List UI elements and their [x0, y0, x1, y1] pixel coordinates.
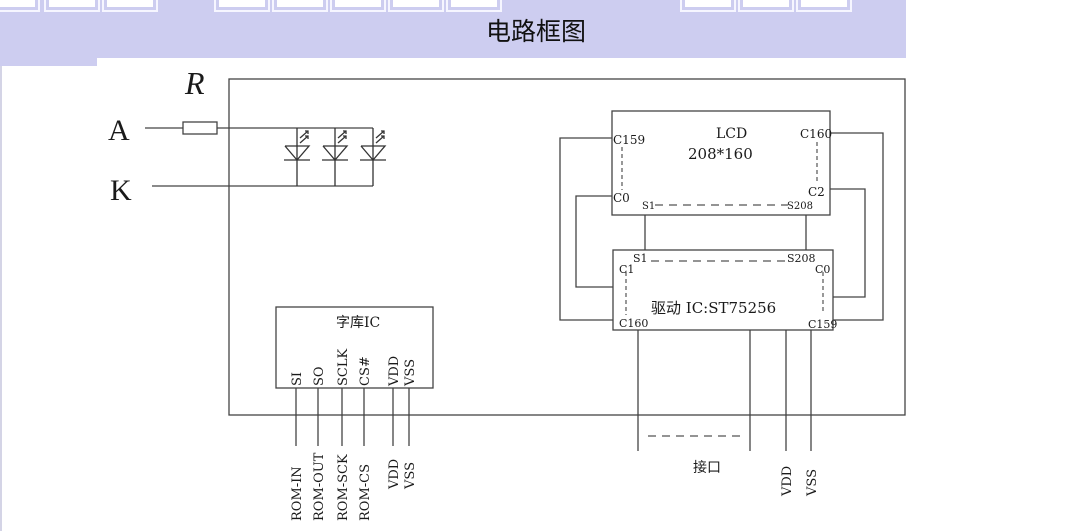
- driver-pin-c160: C160: [619, 317, 648, 330]
- light-arrow-icon: [337, 135, 347, 144]
- decorative-tile: [796, 0, 852, 12]
- light-arrow-icon: [299, 135, 309, 144]
- header-banner-notch: [0, 58, 97, 66]
- decorative-tile: [330, 0, 386, 12]
- light-arrow-icon: [299, 130, 309, 139]
- font-ic-pin-label: CS#: [358, 356, 373, 386]
- driver-ic-box: [612, 249, 834, 331]
- lcd-seg-s208: S208: [787, 201, 813, 212]
- font-ic-pin-label: VSS: [403, 359, 418, 387]
- font-ic-pin-label: SI: [290, 372, 305, 386]
- decorative-tile: [214, 0, 270, 12]
- anode-label: A: [108, 114, 130, 147]
- decorative-tile: [446, 0, 502, 12]
- lcd-pin-c159: C159: [613, 133, 645, 147]
- lcd-resolution: 208*160: [688, 145, 753, 163]
- font-ic-external-label: ROM-IN: [290, 466, 305, 521]
- driver-seg-s1: S1: [633, 252, 648, 265]
- decorative-tile: [388, 0, 444, 12]
- com-wire-c160-c159: [830, 132, 884, 321]
- font-ic-pin-label: SCLK: [336, 349, 351, 386]
- interface-power-label: VSS: [805, 469, 820, 497]
- driver-seg-s208: S208: [787, 252, 816, 265]
- font-ic-external-label: VDD: [387, 459, 402, 490]
- header-banner: [0, 0, 906, 58]
- decorative-tile: [738, 0, 794, 12]
- lcd-pin-c2: C2: [808, 185, 825, 199]
- driver-pin-c0: C0: [815, 263, 830, 276]
- page-title: 电路框图: [0, 12, 1072, 48]
- driver-ic-label: 驱动 IC:ST75256: [651, 299, 776, 317]
- lcd-pin-c160: C160: [800, 127, 832, 141]
- lcd-pin-c0: C0: [613, 191, 630, 205]
- led-array: [284, 128, 387, 186]
- decorative-tile: [44, 0, 100, 12]
- light-arrow-icon: [375, 135, 385, 144]
- resistor: [182, 121, 218, 135]
- interface-label: 接口: [693, 459, 721, 476]
- lcd-panel: [611, 110, 831, 216]
- light-arrow-icon: [375, 130, 385, 139]
- font-ic-external-label: VSS: [403, 462, 418, 490]
- led-diode-icon: [360, 128, 387, 186]
- module-outline: [228, 78, 906, 416]
- page-title-text: 电路框图: [485, 17, 586, 46]
- decorative-tile: [0, 0, 40, 12]
- resistor-label: R: [184, 65, 205, 101]
- decorative-tile: [272, 0, 328, 12]
- font-ic-external-label: ROM-OUT: [312, 452, 327, 521]
- lcd-title: LCD: [716, 126, 747, 142]
- font-ic-title: 字库IC: [336, 315, 380, 331]
- decorative-tile: [102, 0, 158, 12]
- font-ic-box: [275, 306, 434, 389]
- decorative-tile: [680, 0, 736, 12]
- lcd-seg-s1: S1: [642, 201, 655, 212]
- page-edge: [0, 66, 2, 531]
- font-ic-pin-label: SO: [312, 366, 327, 386]
- interface-power-label: VDD: [780, 466, 795, 497]
- interface-power-labels: VDD VSS: [780, 466, 820, 497]
- font-ic-pin-label: VDD: [387, 356, 402, 387]
- com-wire-c2-c0: [830, 188, 866, 298]
- font-ic-external-label: ROM-SCK: [336, 454, 351, 521]
- light-arrow-icon: [337, 130, 347, 139]
- led-diode-icon: [284, 128, 311, 186]
- cathode-label: K: [110, 174, 132, 207]
- led-diode-icon: [322, 128, 349, 186]
- driver-pin-c159: C159: [808, 318, 837, 331]
- driver-pin-c1: C1: [619, 263, 634, 276]
- com-wire-c0-c1: [575, 195, 613, 288]
- com-wire-c159-c160: [559, 137, 613, 321]
- font-ic-external-label: ROM-CS: [358, 464, 373, 521]
